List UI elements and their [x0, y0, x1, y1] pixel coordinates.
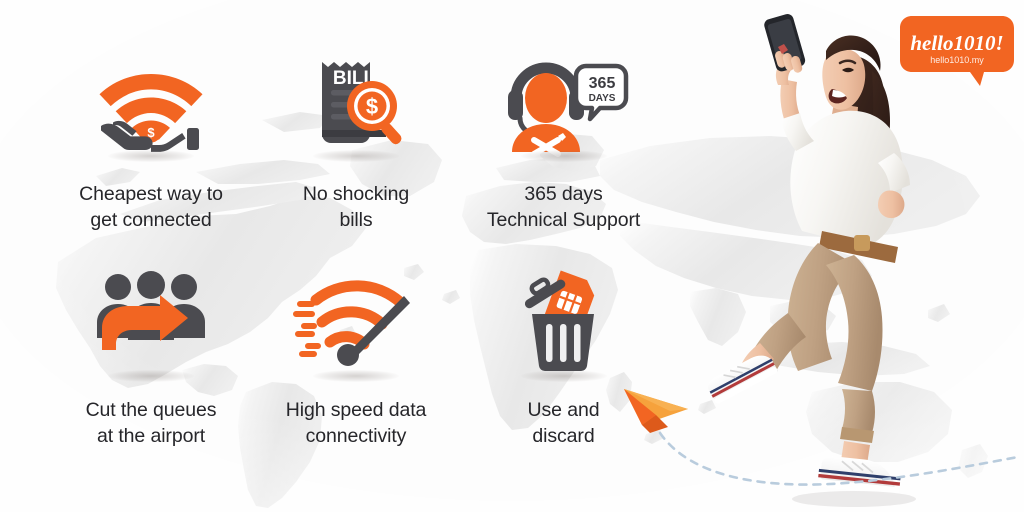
feature-cheapest-way[interactable]: $ Cheapest way to get connected	[46, 40, 256, 260]
feature-no-shocking-bills[interactable]: BILL $ No shocking bills	[256, 40, 456, 260]
hello1010-logo[interactable]: hello1010! hello1010.my	[898, 14, 1016, 88]
feature-label: Cheapest way to get connected	[79, 183, 223, 231]
feature-grid: $ Cheapest way to get connected	[46, 40, 686, 480]
icon-shadow	[313, 370, 399, 382]
icon-shadow	[313, 150, 399, 162]
icon-shadow	[108, 150, 194, 162]
svg-text:$: $	[366, 94, 378, 119]
feature-label: No shocking bills	[302, 183, 410, 231]
people-group-arrow-icon	[86, 260, 216, 382]
logo-url: hello1010.my	[930, 55, 984, 65]
icon-shadow	[520, 370, 607, 382]
wifi-hand-coin-icon: $	[86, 40, 216, 162]
feature-label: Use and discard	[527, 399, 600, 447]
support-agent-headset-icon: 365 DAYS	[499, 40, 629, 162]
feature-cut-the-queues[interactable]: Cut the queues at the airport	[46, 260, 256, 480]
badge-365: 365	[588, 75, 615, 92]
speedometer-wifi-icon	[291, 260, 421, 382]
feature-label: 365 days Technical Support	[486, 183, 641, 231]
badge-days: DAYS	[588, 93, 615, 104]
logo-text: hello1010!	[910, 31, 1003, 55]
feature-label: High speed data connectivity	[285, 399, 427, 447]
feature-technical-support[interactable]: 365 DAYS 365 days Technical Support	[456, 40, 671, 260]
feature-high-speed-data[interactable]: High speed data connectivity	[256, 260, 456, 480]
bill-magnifier-dollar-icon: BILL $	[291, 40, 421, 162]
trash-sim-card-icon	[499, 260, 629, 382]
feature-label: Cut the queues at the airport	[85, 399, 217, 447]
feature-use-and-discard[interactable]: Use and discard	[456, 260, 671, 480]
icon-shadow	[108, 370, 194, 382]
icon-shadow	[520, 150, 607, 162]
